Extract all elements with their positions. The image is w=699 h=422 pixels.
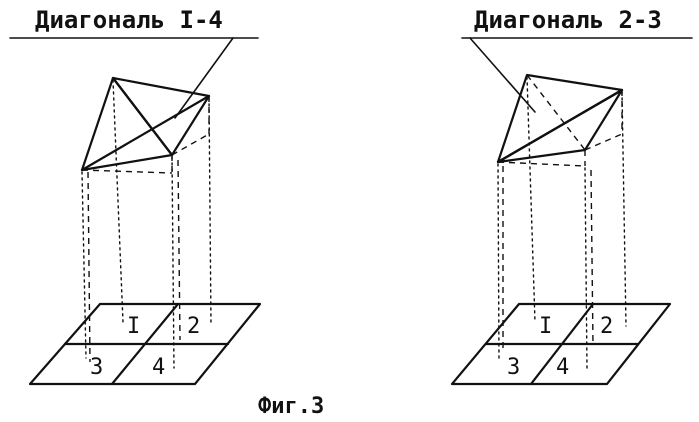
left-diagram: Диагональ I-4 I	[10, 6, 260, 384]
right-cell-1: I	[539, 314, 552, 339]
left-grid	[30, 304, 260, 384]
right-surface	[498, 75, 622, 166]
right-title: Диагональ 2-3	[474, 6, 662, 34]
right-cell-2: 2	[600, 314, 613, 339]
left-cell-3: 3	[90, 355, 103, 380]
left-cell-2: 2	[187, 314, 200, 339]
right-cell-3: 3	[507, 355, 520, 380]
right-diagram: Диагональ 2-3 I	[452, 6, 692, 384]
figure-caption: Фиг.3	[258, 394, 324, 419]
left-cell-1: I	[127, 314, 140, 339]
right-leader-line	[470, 38, 535, 112]
right-cell-4: 4	[556, 355, 569, 380]
left-title: Диагональ I-4	[35, 6, 223, 34]
left-surface	[82, 78, 209, 173]
left-cell-4: 4	[152, 355, 165, 380]
